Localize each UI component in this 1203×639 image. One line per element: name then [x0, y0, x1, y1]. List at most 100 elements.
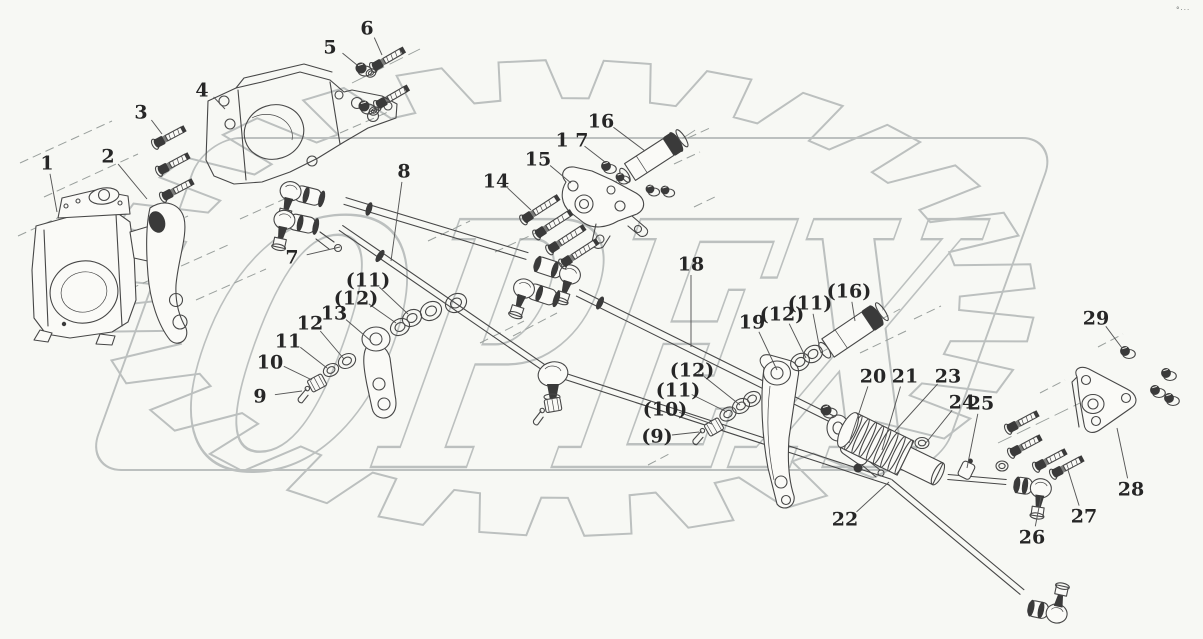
- ring-outer: [419, 300, 443, 322]
- leader-line-part-5: [342, 52, 358, 66]
- ring-inner: [449, 297, 463, 309]
- bolt-head-face: [534, 229, 542, 239]
- boot-rib: [880, 432, 899, 468]
- ring-inner: [807, 348, 819, 360]
- cotter-pin-icon: [692, 427, 706, 446]
- pin-washer: [874, 302, 889, 322]
- barrel-end: [930, 462, 946, 486]
- rod-clamp: [957, 458, 976, 480]
- ring-inner: [341, 356, 353, 366]
- nut-glint: [617, 173, 622, 176]
- clamp-ring: [535, 285, 544, 302]
- bracket-hole: [614, 200, 626, 212]
- pin-step: [834, 329, 848, 349]
- ball-stud: [515, 293, 527, 308]
- bolt-collar: [555, 239, 563, 248]
- end-cover-inner: [60, 271, 108, 313]
- clamp-ring: [312, 218, 320, 235]
- ring-outer: [803, 344, 823, 364]
- callout-label-part-13: 13: [321, 303, 347, 325]
- leader-line-part-2: [117, 163, 148, 200]
- bolt-head-face: [1006, 423, 1013, 433]
- arm-taper-hole: [148, 211, 166, 233]
- cotter-pin-icon: [297, 385, 311, 404]
- bracket-fold: [237, 89, 247, 181]
- callout-label-part-3: 3: [134, 102, 147, 124]
- bolt-icon: [1006, 434, 1043, 459]
- bolt-icon: [1003, 410, 1040, 435]
- bolt-tip: [399, 46, 407, 55]
- washer-ring-icon: [719, 406, 737, 422]
- bolt-tip: [187, 178, 195, 187]
- bolt-thread: [1058, 451, 1061, 458]
- washer-ring-icon: [337, 352, 357, 370]
- bolt-thread: [176, 158, 180, 165]
- castle-slot: [318, 374, 325, 387]
- leader-line-part-14: [507, 187, 532, 211]
- ring-inner: [736, 401, 746, 411]
- leader-line-part-12: [319, 330, 345, 360]
- ring-inner: [424, 305, 438, 317]
- bolt-collar: [568, 253, 576, 262]
- rod-edge: [343, 203, 527, 260]
- callout-label-part-12-alt-low: (12): [670, 360, 714, 382]
- fork-prongs: [315, 231, 335, 250]
- ring-inner: [723, 409, 733, 419]
- drawing-layer: [31, 46, 1180, 624]
- callout-label-part-12-alt-left: (12): [334, 288, 378, 310]
- rod-edge: [947, 473, 1007, 481]
- bolt-thread: [1028, 440, 1032, 447]
- nut-icon: [645, 184, 661, 197]
- cover-bolt: [63, 203, 69, 209]
- bracket-boss: [1081, 393, 1105, 415]
- nut-glint: [662, 186, 667, 189]
- bolt-collar: [1060, 465, 1067, 473]
- pitman-arm: [146, 202, 188, 344]
- bolt-thread: [403, 86, 406, 93]
- nut-glint: [1152, 385, 1157, 389]
- bolt-thread: [565, 235, 570, 242]
- clamp-ring: [296, 214, 304, 232]
- leader-line-part-11: [300, 346, 328, 369]
- ball-seat-line: [544, 365, 562, 372]
- bolt-thread: [574, 251, 578, 258]
- bolt-thread: [1025, 416, 1029, 423]
- end-cover: [49, 260, 119, 324]
- leader-line-part-10-alt: [679, 411, 713, 425]
- bolt-collar: [1043, 458, 1050, 466]
- leader-line-part-3: [151, 119, 163, 135]
- nut-icon: [1120, 346, 1136, 360]
- bolt-head-face: [1034, 461, 1041, 471]
- steering-gear-unit: [31, 187, 168, 346]
- washer-ring-icon: [444, 292, 468, 314]
- callout-label-part-7: 7: [285, 247, 298, 269]
- leader-line-part-29: [1105, 326, 1123, 349]
- mount-foot: [33, 329, 53, 343]
- leader-line-part-11-alt-left: [379, 286, 409, 315]
- stud-washer: [508, 311, 523, 320]
- washer-ring-icon: [419, 300, 443, 322]
- callout-label-part-6: 6: [360, 18, 373, 40]
- dashed-construction-line: [239, 191, 301, 220]
- leader-line-part-16-alt: [851, 301, 856, 322]
- tie-rod-end: [1013, 476, 1052, 520]
- leader-line-part-20: [848, 386, 869, 444]
- nut-glint: [822, 405, 829, 408]
- bracket-boss-hole: [1087, 398, 1099, 410]
- bolt-collar: [380, 57, 387, 66]
- washer-ring-icon: [731, 397, 751, 415]
- bolt-icon: [558, 238, 600, 270]
- ring-outer: [368, 106, 380, 116]
- callout-label-part-15: 15: [525, 149, 551, 171]
- callout-label-part-25: 25: [968, 393, 994, 415]
- nut-glint: [603, 161, 608, 165]
- fork-hole: [877, 469, 885, 477]
- cover-bolt: [117, 200, 123, 206]
- dashed-construction-line: [494, 231, 539, 253]
- bracket-plate: [561, 166, 645, 228]
- bolt-thread: [552, 220, 557, 227]
- bolt-head-face: [547, 244, 555, 254]
- bracket-hole: [1090, 415, 1102, 427]
- bolt-thread: [587, 243, 591, 250]
- bolt-head-face: [157, 165, 164, 175]
